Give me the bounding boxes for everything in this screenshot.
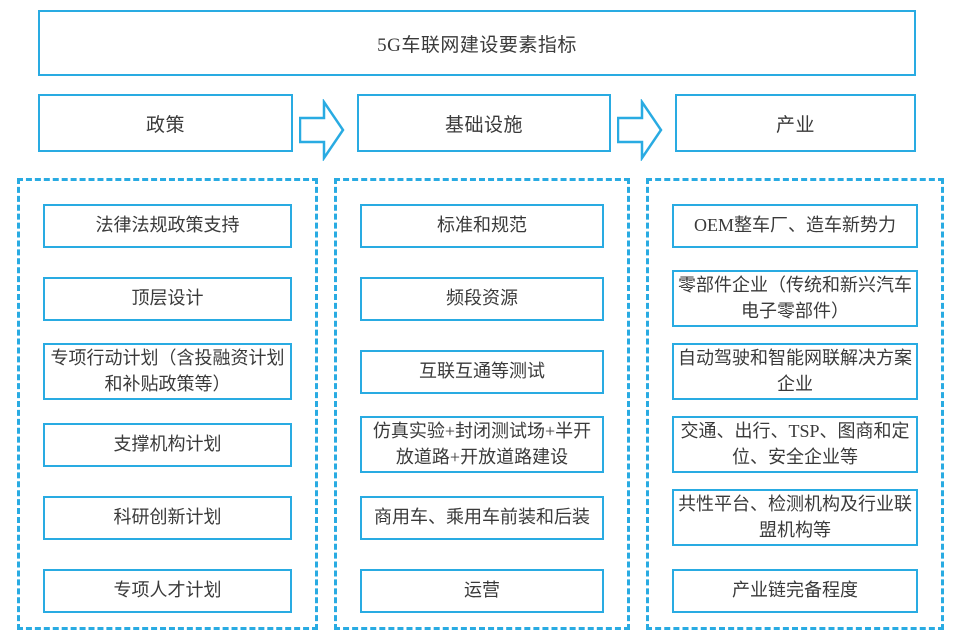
policy-column-group: 法律法规政策支持 顶层设计 专项行动计划（含投融资计划和补贴政策等） 支撑机构计…	[17, 178, 318, 630]
block-arrow-right-icon	[299, 99, 345, 161]
industry-row: 共性平台、检测机构及行业联盟机构等	[672, 481, 918, 554]
node-policy-item: 法律法规政策支持	[43, 203, 292, 248]
policy-row: 支撑机构计划	[43, 408, 292, 481]
industry-row: 零部件企业（传统和新兴汽车电子零部件）	[672, 262, 918, 335]
flow-node-policy-label: 政策	[145, 114, 185, 136]
infrastructure-row: 频段资源	[360, 262, 604, 335]
node-industry-item: 零部件企业（传统和新兴汽车电子零部件）	[672, 270, 918, 327]
flow-node-industry-label: 产业	[775, 114, 815, 136]
flow-node-industry: 产业	[675, 94, 916, 152]
node-policy-item: 支撑机构计划	[43, 422, 292, 467]
node-infrastructure-item: 仿真实验+封闭测试场+半开放道路+开放道路建设	[360, 416, 604, 473]
node-industry-item: 产业链完备程度	[672, 568, 918, 613]
infrastructure-row: 标准和规范	[360, 189, 604, 262]
node-policy-item: 专项人才计划	[43, 568, 292, 613]
flow-node-infrastructure: 基础设施	[357, 94, 611, 152]
flow-node-infrastructure-label: 基础设施	[444, 114, 523, 136]
node-industry-item: OEM整车厂、造车新势力	[672, 203, 918, 248]
infrastructure-row: 运营	[360, 554, 604, 627]
node-policy-item: 顶层设计	[43, 276, 292, 321]
node-infrastructure-item: 标准和规范	[360, 203, 604, 248]
infrastructure-row: 互联互通等测试	[360, 335, 604, 408]
policy-row: 顶层设计	[43, 262, 292, 335]
infrastructure-column-group: 标准和规范 频段资源 互联互通等测试 仿真实验+封闭测试场+半开放道路+开放道路…	[334, 178, 630, 630]
infrastructure-row: 商用车、乘用车前装和后装	[360, 481, 604, 554]
node-industry-item: 共性平台、检测机构及行业联盟机构等	[672, 489, 918, 546]
node-industry-item: 交通、出行、TSP、图商和定位、安全企业等	[672, 416, 918, 473]
industry-column-group: OEM整车厂、造车新势力 零部件企业（传统和新兴汽车电子零部件） 自动驾驶和智能…	[646, 178, 944, 630]
diagram-title: 5G车联网建设要素指标	[377, 34, 577, 56]
node-policy-item: 科研创新计划	[43, 495, 292, 540]
industry-row: 自动驾驶和智能网联解决方案企业	[672, 335, 918, 408]
node-infrastructure-item: 商用车、乘用车前装和后装	[360, 495, 604, 540]
block-arrow-right-icon	[617, 99, 663, 161]
policy-row: 专项行动计划（含投融资计划和补贴政策等）	[43, 335, 292, 408]
node-industry-item: 自动驾驶和智能网联解决方案企业	[672, 343, 918, 400]
policy-row: 科研创新计划	[43, 481, 292, 554]
node-infrastructure-item: 频段资源	[360, 276, 604, 321]
infrastructure-row: 仿真实验+封闭测试场+半开放道路+开放道路建设	[360, 408, 604, 481]
diagram-title-node: 5G车联网建设要素指标	[38, 10, 916, 76]
node-infrastructure-item: 运营	[360, 568, 604, 613]
node-policy-item: 专项行动计划（含投融资计划和补贴政策等）	[43, 343, 292, 400]
industry-row: 交通、出行、TSP、图商和定位、安全企业等	[672, 408, 918, 481]
policy-row: 法律法规政策支持	[43, 189, 292, 262]
industry-row: 产业链完备程度	[672, 554, 918, 627]
policy-row: 专项人才计划	[43, 554, 292, 627]
industry-row: OEM整车厂、造车新势力	[672, 189, 918, 262]
node-infrastructure-item: 互联互通等测试	[360, 349, 604, 394]
flow-node-policy: 政策	[38, 94, 293, 152]
